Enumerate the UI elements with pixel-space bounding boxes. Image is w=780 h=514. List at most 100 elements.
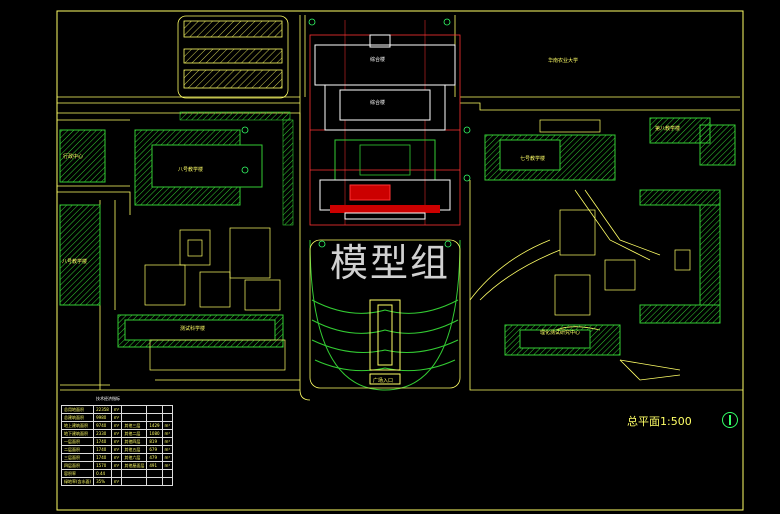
stats-cell: 其他六层 (121, 453, 148, 462)
stats-cell: 479 (146, 453, 163, 462)
stats-cell (121, 405, 148, 414)
stats-cell: 1740 (93, 453, 112, 462)
stats-cell: 9980 (93, 413, 112, 422)
drawing-title: 总平面1:500 (627, 415, 692, 428)
stats-cell: 1429 (146, 421, 163, 430)
stats-cell: 其他屋面层 (121, 461, 148, 470)
label-building-north: 综合楼 (370, 56, 385, 63)
plaza-fan (309, 239, 461, 391)
stats-cell: 绿地率(含水面) (60, 477, 95, 486)
stats-cell (146, 477, 163, 486)
east-outlines (539, 119, 691, 316)
stats-cell: 地下建筑面积 (60, 429, 95, 438)
stats-cell (161, 477, 174, 486)
stats-cell (161, 469, 174, 478)
stats-cell: 819 (146, 437, 163, 446)
stats-cell: m² (110, 437, 123, 446)
label-university: 华南农业大学 (548, 57, 578, 64)
label-building-left: 行政中心 (63, 153, 83, 160)
stats-cell (121, 469, 148, 478)
north-arrow-icon (722, 412, 738, 428)
stats-cell: 1740 (93, 437, 112, 446)
stats-cell: 22358 (93, 405, 112, 414)
stats-cell: m² (110, 405, 123, 414)
stats-cell: m² (110, 445, 123, 454)
stats-cell: 其他五层 (121, 445, 148, 454)
label-building-center: 综合楼 (370, 99, 385, 106)
green-strip-vertical (282, 119, 294, 226)
stats-cell: 9740 (93, 421, 112, 430)
label-building-east: 七号教学楼 (520, 155, 545, 162)
stats-cell (146, 405, 163, 414)
label-building-west: 八号教学楼 (178, 166, 203, 173)
stats-cell: 35% (93, 477, 112, 486)
stats-cell: 0.44 (93, 469, 112, 478)
stats-cell: m² (161, 461, 174, 470)
stats-cell: m² (110, 477, 123, 486)
roads (57, 15, 743, 401)
stats-cell: 1570 (93, 461, 112, 470)
east-buildings (484, 117, 736, 356)
stats-cell: m² (110, 453, 123, 462)
stats-cell: 679 (146, 445, 163, 454)
stats-cell: m² (110, 421, 123, 430)
stats-cell: 容积率 (60, 469, 95, 478)
stats-cell: 二层面积 (60, 445, 95, 454)
stats-row: 绿地率(含水面)35%m² (60, 477, 174, 486)
stats-cell: 其他三层 (121, 421, 148, 430)
stats-cell: m² (161, 421, 174, 430)
stats-cell: 四层面积 (60, 461, 95, 470)
drawing-frame (56, 10, 744, 511)
stats-cell: 总建筑面积 (60, 413, 95, 422)
stats-cell (110, 469, 123, 478)
courtyard-blocks (144, 227, 286, 371)
grid-markers (241, 18, 471, 248)
label-gate: 广场入口 (373, 377, 393, 384)
stats-cell (146, 413, 163, 422)
label-building-east2: 第八教学楼 (655, 125, 680, 132)
label-building-se: 理化测试研究中心 (540, 329, 580, 336)
stats-cell: m² (161, 429, 174, 438)
label-building-far-west: 八号教学楼 (62, 258, 87, 265)
stats-cell: 一层面积 (60, 437, 95, 446)
stats-cell: 491 (146, 461, 163, 470)
stats-cell: 2330 (93, 429, 112, 438)
plaza-boundary (309, 239, 461, 389)
parking-lot (177, 15, 289, 99)
stats-cell (161, 413, 174, 422)
label-building-lab: 测试科学楼 (180, 325, 205, 332)
stats-cell: 地上建筑面积 (60, 421, 95, 430)
stats-table-title: 技术经济指标 (96, 396, 120, 401)
stats-cell: m² (161, 437, 174, 446)
stats-cell: m² (110, 413, 123, 422)
stats-cell: 三层面积 (60, 453, 95, 462)
stats-cell: m² (161, 445, 174, 454)
stats-cell (121, 413, 148, 422)
stats-cell: m² (110, 429, 123, 438)
stats-cell: 其他四层 (121, 437, 148, 446)
stats-cell: m² (161, 453, 174, 462)
stats-cell: m² (110, 461, 123, 470)
stats-cell: 1740 (93, 445, 112, 454)
green-strip (179, 111, 291, 121)
stats-cell (161, 405, 174, 414)
central-complex (309, 20, 461, 226)
stats-cell: 其他二层 (121, 429, 148, 438)
watermark: 模型组 (330, 241, 451, 285)
stats-cell (146, 469, 163, 478)
stats-cell: 1080 (146, 429, 163, 438)
west-buildings (59, 129, 284, 348)
plaza-gate (369, 373, 401, 385)
stats-cell: 总用地面积 (60, 405, 95, 414)
stats-cell (121, 477, 148, 486)
